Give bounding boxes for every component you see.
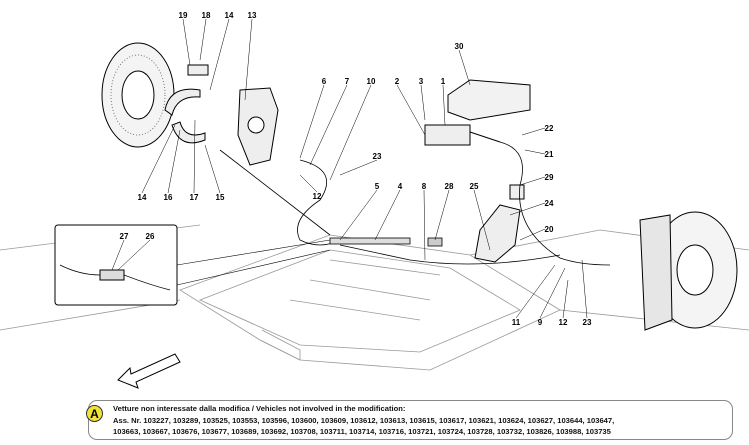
callout: 26 [146,232,155,241]
callout: 23 [583,318,592,327]
callout-labels: 19 18 14 13 30 6 7 10 2 3 1 22 21 23 29 … [120,11,592,327]
callout: 12 [559,318,568,327]
callout: 8 [422,182,427,191]
leader-lines [111,18,588,319]
note-line-2: Ass. Nr. 103227, 103289, 103525, 103553,… [113,415,615,425]
callout: 12 [313,192,322,201]
direction-arrow [117,353,181,389]
callout: 4 [398,182,403,191]
callout: 27 [120,232,129,241]
callout: 1 [441,77,446,86]
callout: 2 [395,77,400,86]
hub-carrier-left [237,87,279,166]
cables [219,141,611,266]
callout: 13 [248,11,257,20]
callout: 22 [545,124,554,133]
callout: 18 [202,11,211,20]
callout: 6 [322,77,327,86]
inset-box [54,224,331,306]
callout: 17 [190,193,199,202]
callout: 15 [216,193,225,202]
console-cover [447,79,531,121]
brake-shoes [164,64,209,144]
callout: 20 [545,225,554,234]
callout: 24 [545,199,554,208]
callout: 19 [179,11,188,20]
callout: 28 [445,182,454,191]
brake-disc-left [101,42,175,148]
callout: 5 [375,182,380,191]
note-line-1: Vetture non interessate dalla modifica /… [113,404,406,413]
modification-note: Vetture non interessate dalla modifica /… [88,400,733,440]
callout: 14 [138,193,147,202]
callout: 29 [545,173,554,182]
callout: 30 [455,42,464,51]
note-badge: A [86,405,103,422]
note-line-3: 103663, 103667, 103676, 103677, 103689, … [113,427,611,436]
callout: 3 [419,77,424,86]
callout: 9 [538,318,543,327]
callout: 11 [512,318,521,327]
brake-disc-right [639,211,738,331]
callout: 25 [470,182,479,191]
pedal-assembly [474,184,525,263]
callout: 16 [164,193,173,202]
callout: 14 [225,11,234,20]
callout: 21 [545,150,554,159]
callout: 23 [373,152,382,161]
callout: 10 [367,77,376,86]
handbrake-lever [424,124,501,146]
callout: 7 [345,77,350,86]
